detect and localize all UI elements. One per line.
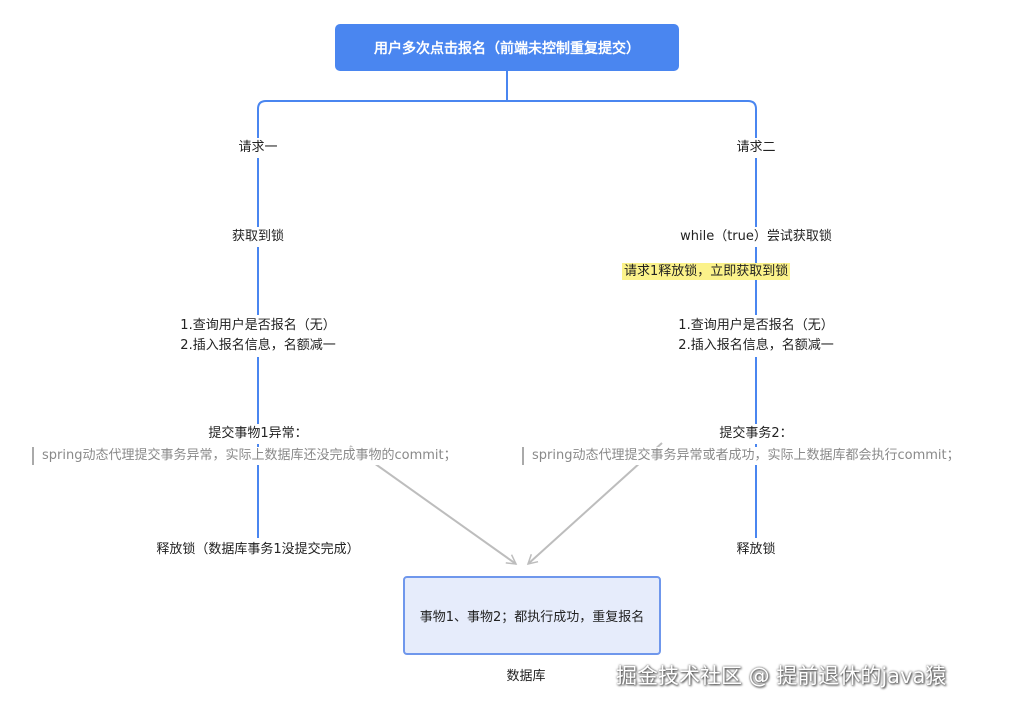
database-box-text: 事物1、事物2；都执行成功，重复报名: [419, 610, 645, 625]
right-release-label: 释放锁: [732, 540, 780, 560]
left-step1: 1.查询用户是否报名（无）: [180, 318, 336, 333]
watermark: 掘金技术社区 @ 提前退休的java猿: [616, 664, 947, 688]
right-note: spring动态代理提交事务异常或者成功，实际上数据库都会执行commit；: [522, 447, 960, 465]
right-highlight-note: 请求1释放锁，立即获取到锁: [622, 263, 791, 281]
right-lock-label: while（true）尝试获取锁: [676, 227, 836, 247]
right-step2: 2.插入报名信息，名额减一: [678, 338, 834, 353]
right-steps: 1.查询用户是否报名（无） 2.插入报名信息，名额减一: [674, 315, 838, 357]
left-branch-label: 请求一: [234, 138, 282, 158]
right-branch-label: 请求二: [732, 138, 780, 158]
branch-connector: [257, 100, 757, 128]
title-text: 用户多次点击报名（前端未控制重复提交）: [374, 40, 640, 57]
title-box: 用户多次点击报名（前端未控制重复提交）: [335, 24, 679, 71]
left-release-label: 释放锁（数据库事务1没提交完成）: [152, 540, 364, 560]
left-lock-label: 获取到锁: [227, 227, 289, 247]
left-steps: 1.查询用户是否报名（无） 2.插入报名信息，名额减一: [176, 315, 340, 357]
left-note: spring动态代理提交事务异常，实际上数据库还没完成事物的commit；: [32, 447, 457, 465]
left-arrow: [349, 445, 518, 565]
database-label: 数据库: [506, 669, 546, 684]
right-commit-label: 提交事务2：: [715, 424, 797, 444]
highlight-text: 请求1释放锁，立即获取到锁: [622, 263, 791, 280]
left-commit-label: 提交事物1异常：: [204, 424, 312, 444]
right-step1: 1.查询用户是否报名（无）: [678, 318, 834, 333]
database-box: 事物1、事物2；都执行成功，重复报名: [403, 576, 661, 655]
left-step2: 2.插入报名信息，名额减一: [180, 338, 336, 353]
